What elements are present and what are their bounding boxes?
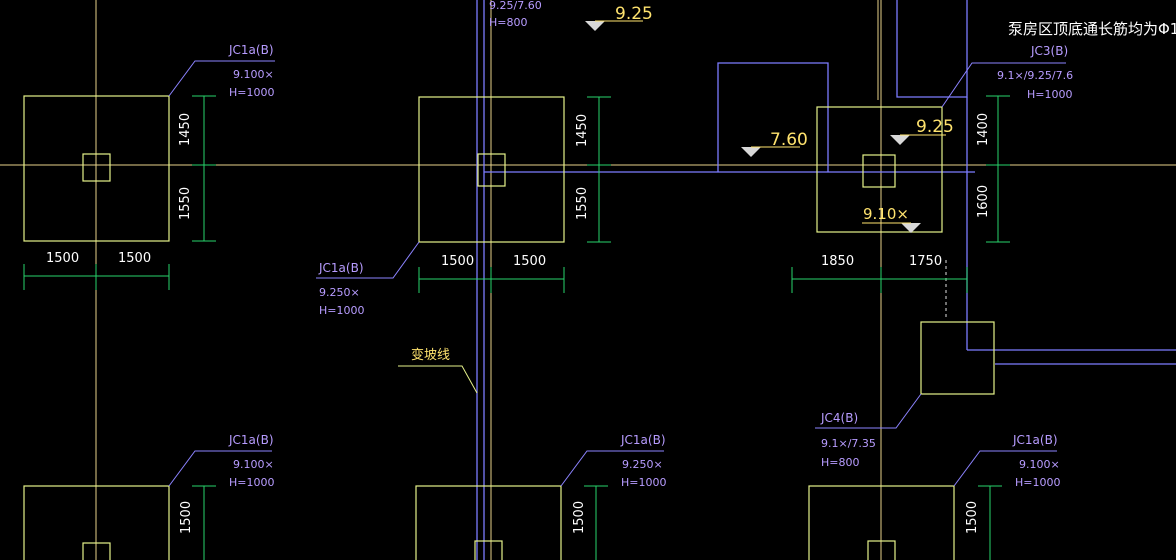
- footing-f2[interactable]: [418, 96, 565, 243]
- dim-f3-left: 1850: [821, 254, 854, 269]
- dim-f2-top: 1450: [575, 114, 590, 147]
- dim-f2-bottom: 1550: [575, 187, 590, 220]
- footing-f4[interactable]: [920, 321, 995, 395]
- dim-f2-left: 1500: [441, 254, 474, 269]
- footing-f4-height: H=800: [821, 456, 859, 469]
- dimension-lines: [23, 95, 1010, 560]
- footing-f5-height: H=1000: [229, 476, 274, 489]
- footing-f3-height: H=1000: [1027, 88, 1072, 101]
- level-triangle-top: [585, 21, 605, 31]
- column-f5[interactable]: [82, 542, 111, 560]
- leader-change-line: [398, 365, 478, 394]
- leader-f6: [560, 450, 664, 487]
- footing-f7-height: H=1000: [1015, 476, 1060, 489]
- column-f1[interactable]: [82, 153, 111, 182]
- level-pump-low: 9.10×: [863, 205, 909, 223]
- footing-f6[interactable]: [415, 485, 562, 560]
- clipped-label-line1: 9.25/7.60: [489, 0, 542, 12]
- level-triangle-pump-right: [890, 135, 910, 145]
- column-f6[interactable]: [474, 540, 503, 560]
- leader-lines: [168, 60, 1066, 487]
- change-line-label: 变坡线: [411, 347, 450, 363]
- leader-f4: [815, 393, 922, 429]
- level-triangle-pump-low: [901, 223, 921, 233]
- leader-f7: [953, 450, 1057, 487]
- leader-f5: [168, 450, 272, 487]
- footing-f1-name: JC1a(B): [228, 43, 274, 57]
- footing-f3[interactable]: [816, 106, 943, 233]
- footing-f6-name: JC1a(B): [620, 433, 666, 447]
- level-triangle-pump-left: [741, 147, 761, 157]
- footing-f5-level: 9.100×: [233, 458, 274, 471]
- footing-f6-height: H=1000: [621, 476, 666, 489]
- leader-f2: [316, 241, 420, 279]
- dim-f1-right: 1500: [118, 251, 151, 266]
- dim-f2-right: 1500: [513, 254, 546, 269]
- footing-f7-level: 9.100×: [1019, 458, 1060, 471]
- dim-f3-right: 1750: [909, 254, 942, 269]
- footing-f3-name: JC3(B): [1030, 44, 1068, 58]
- footing-f5-name: JC1a(B): [228, 433, 274, 447]
- column-f2[interactable]: [477, 153, 506, 187]
- footing-f1[interactable]: [23, 95, 170, 242]
- footing-f5[interactable]: [23, 485, 170, 560]
- dim-f3-bottom: 1600: [976, 185, 991, 218]
- dim-f1-bottom: 1550: [178, 187, 193, 220]
- pump-room-outline: [717, 62, 829, 172]
- dim-f1-left: 1500: [46, 251, 79, 266]
- level-pump-right: 9.25: [916, 117, 954, 137]
- pump-room-note: 泵房区顶底通长筋均为Φ14@150: [1008, 20, 1176, 38]
- pump-room-wall-right: [896, 0, 968, 98]
- footing-f2-height: H=1000: [319, 304, 364, 317]
- column-f3[interactable]: [862, 154, 896, 188]
- footing-f2-level: 9.250×: [319, 286, 360, 299]
- leader-f3: [941, 62, 1066, 108]
- wall-lines: [476, 0, 1176, 560]
- footing-f2-name: JC1a(B): [318, 261, 364, 275]
- level-pump-left: 7.60: [770, 130, 808, 150]
- level-markers: [585, 20, 946, 233]
- clipped-label-line2: H=800: [489, 16, 527, 29]
- leader-f1: [168, 60, 275, 97]
- column-f7[interactable]: [867, 540, 896, 560]
- level-top: 9.25: [615, 4, 653, 24]
- footing-f3-level: 9.1×/9.25/7.6: [997, 69, 1073, 82]
- dim-f3-top: 1400: [976, 113, 991, 146]
- footing-outlines: [23, 95, 995, 560]
- footing-f7-name: JC1a(B): [1012, 433, 1058, 447]
- footing-f1-level: 9.100×: [233, 68, 274, 81]
- dim-f1-top: 1450: [178, 113, 193, 146]
- footing-f7[interactable]: [808, 485, 955, 560]
- footing-f6-level: 9.250×: [622, 458, 663, 471]
- dim-f6-vertical: 1500: [572, 501, 587, 534]
- footing-f4-level: 9.1×/7.35: [821, 437, 876, 450]
- footing-f1-height: H=1000: [229, 86, 274, 99]
- footing-f4-name: JC4(B): [820, 411, 858, 425]
- dim-f7-vertical: 1500: [965, 501, 980, 534]
- dim-f5-vertical: 1500: [179, 501, 194, 534]
